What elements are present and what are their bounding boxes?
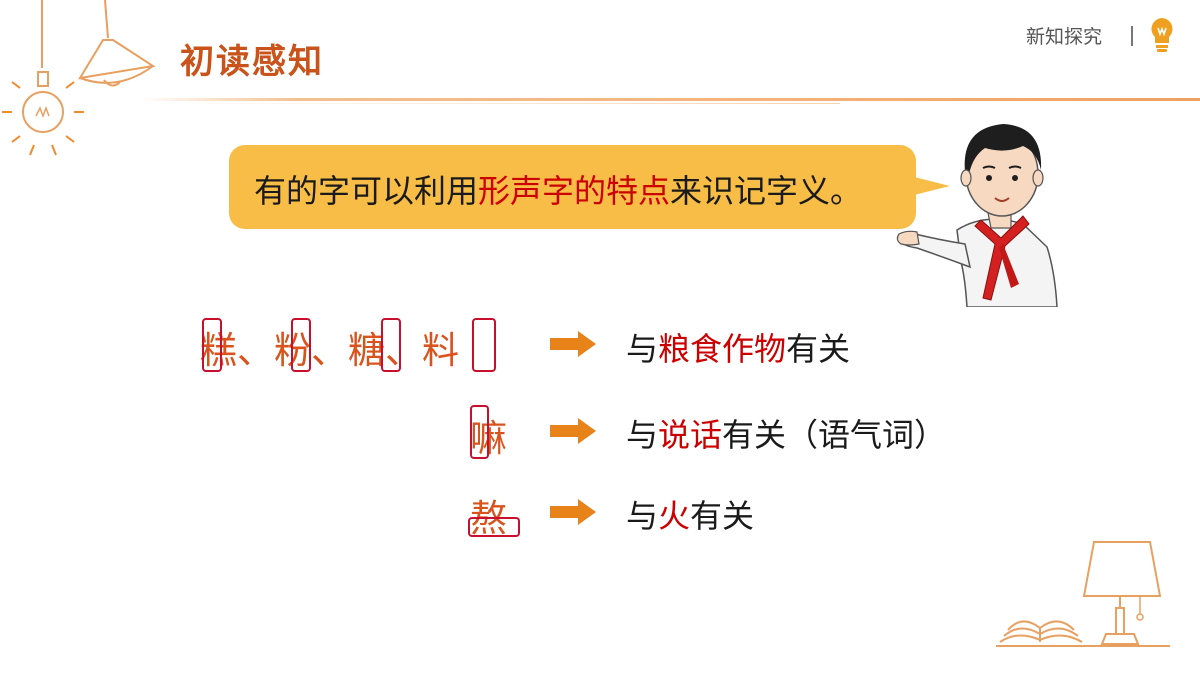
- header-divider-thin: [140, 103, 840, 104]
- desk-lamp-icon: [1080, 541, 1170, 647]
- bulb-icon: [2, 0, 84, 156]
- header-divider: [140, 98, 1200, 101]
- row-3-meaning-after: 有关: [690, 497, 755, 535]
- page-title: 初读感知: [180, 42, 324, 82]
- row-2-meaning-highlight: 说话: [658, 416, 723, 454]
- row-3-meaning-before: 与: [626, 497, 659, 535]
- radical-box: [291, 318, 311, 372]
- radical-box: [202, 318, 222, 372]
- pendant-lamp-icon: [78, 0, 156, 87]
- arrow-right-icon: [550, 418, 596, 444]
- row-1-meaning-after: 有关: [786, 330, 851, 368]
- row-2-meaning-after: 有关（语气词）: [722, 416, 947, 454]
- row-1-meaning-highlight: 粮食作物: [658, 330, 787, 368]
- bubble-text-highlight: 形声字的特点: [478, 172, 671, 210]
- bubble-text: 有的字可以利用形声字的特点来识记字义。: [254, 166, 862, 212]
- row-1-chars: 糕、粉、糖、料: [200, 329, 459, 372]
- radical-box: [381, 318, 401, 372]
- radical-box: [468, 517, 520, 537]
- arrow-right-icon: [550, 331, 596, 357]
- row-2-meaning: 与说话有关（语气词）: [626, 410, 946, 456]
- row-3-meaning: 与火有关: [626, 491, 754, 537]
- section-divider: [1131, 26, 1133, 46]
- arrow-right-icon: [550, 499, 596, 525]
- bubble-text-before: 有的字可以利用: [254, 172, 479, 210]
- boy-illustration: [896, 124, 1058, 307]
- open-book-icon: [996, 620, 1086, 647]
- row-3-meaning-highlight: 火: [658, 497, 691, 535]
- row-1-meaning-before: 与: [626, 330, 659, 368]
- speech-bubble: [229, 145, 916, 229]
- radical-box: [470, 405, 489, 459]
- row-1-meaning: 与粮食作物有关: [626, 324, 850, 370]
- row-2-meaning-before: 与: [626, 416, 659, 454]
- speech-bubble-tail: [910, 176, 950, 196]
- bubble-text-after: 来识记字义。: [670, 172, 863, 210]
- radical-box: [472, 318, 496, 372]
- bulb-icon: [1151, 18, 1173, 52]
- section-label: 新知探究: [1026, 26, 1103, 48]
